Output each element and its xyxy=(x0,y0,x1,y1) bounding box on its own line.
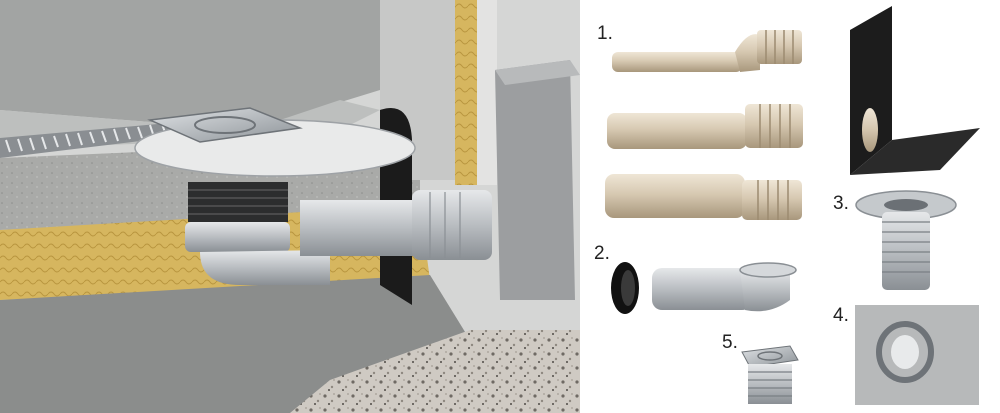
cutaway-section xyxy=(0,0,580,413)
linear-drain-grate xyxy=(0,122,190,158)
component-4-flange-plate xyxy=(855,305,979,405)
component-label-2: 2. xyxy=(594,243,610,264)
component-5-drain-head xyxy=(741,345,799,404)
floor-tiles xyxy=(0,0,380,130)
drain-head xyxy=(147,107,303,143)
gravel-base xyxy=(290,330,580,413)
component-membrane-corner xyxy=(850,6,980,175)
component-2-seal-and-elbow xyxy=(611,262,797,314)
component-3-drain-body xyxy=(855,190,957,290)
component-label-4: 4. xyxy=(833,305,849,326)
outlet-pipe xyxy=(300,200,420,256)
drain-body xyxy=(185,182,330,285)
component-label-5: 5. xyxy=(722,332,738,353)
component-label-1: 1. xyxy=(597,23,613,44)
siphon-box xyxy=(495,60,575,300)
component-label-3: 3. xyxy=(833,193,849,214)
component-1-pipes xyxy=(605,30,803,220)
